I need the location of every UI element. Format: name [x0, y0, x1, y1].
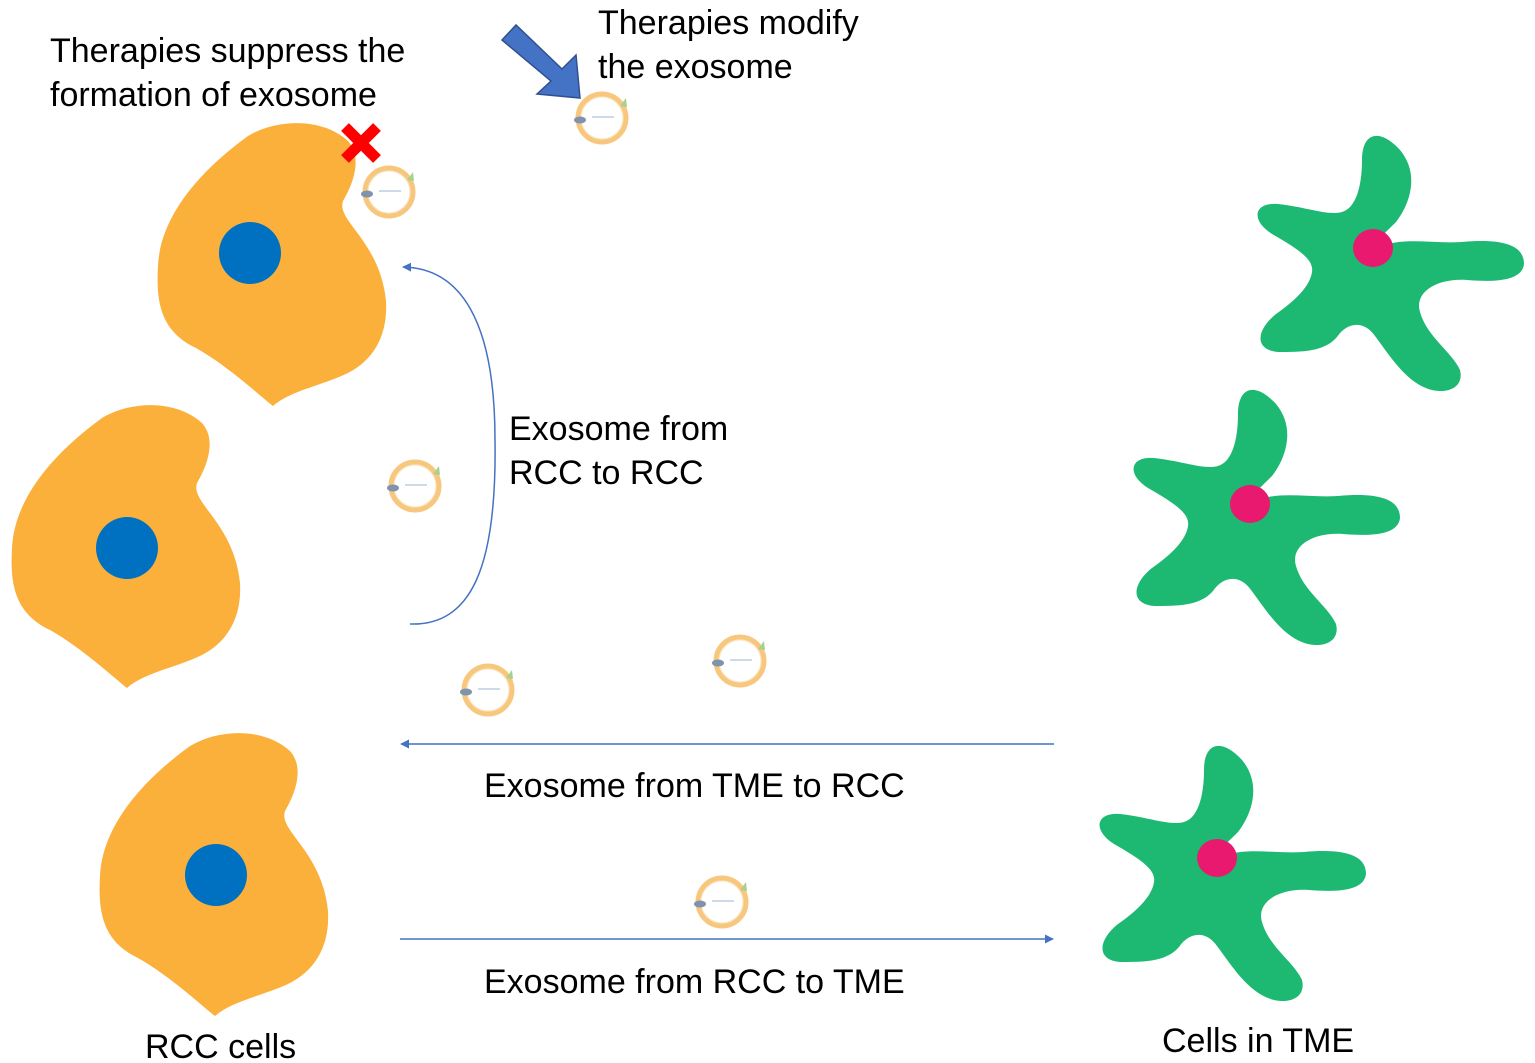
rcc-to-rcc-label-line2: RCC to RCC — [509, 454, 704, 492]
exosome-icon — [574, 94, 627, 142]
rcc-cell-bottom — [99, 733, 329, 1016]
suppress-label-line2: formation of exosome — [50, 76, 377, 114]
rcc-cell-top — [157, 123, 387, 406]
exosome-icon — [694, 878, 747, 926]
rcc-nucleus — [96, 517, 158, 579]
rcc-nucleus — [185, 844, 247, 906]
tme-nucleus — [1353, 229, 1393, 267]
rcc-to-rcc-arrow — [402, 262, 496, 625]
exosome-icon — [460, 666, 513, 714]
rcc-cells-label: RCC cells — [145, 1028, 296, 1063]
exosome-icon — [361, 168, 414, 216]
suppress-label-line1: Therapies suppress the — [50, 32, 405, 70]
tme-cell-top — [1257, 135, 1524, 392]
exosome-icon — [387, 462, 440, 510]
blue-arrow-icon — [500, 23, 581, 99]
rcc-to-rcc-label-line1: Exosome from — [509, 410, 728, 448]
modify-label-line1: Therapies modify — [598, 4, 859, 42]
rcc-to-tme-label: Exosome from RCC to TME — [484, 963, 905, 1001]
red-cross-icon — [341, 123, 381, 163]
tme-cell-bottom — [1099, 745, 1366, 1002]
modify-label-line2: the exosome — [598, 48, 793, 86]
tme-to-rcc-label: Exosome from TME to RCC — [484, 767, 905, 805]
exosome-icon — [712, 637, 765, 685]
tme-cell-middle — [1133, 389, 1400, 646]
tme-nucleus — [1230, 485, 1270, 523]
tme-nucleus — [1197, 839, 1237, 877]
rcc-nucleus — [219, 222, 281, 284]
rcc-cell-middle — [11, 405, 241, 688]
tme-cells-label: Cells in TME — [1162, 1022, 1354, 1060]
